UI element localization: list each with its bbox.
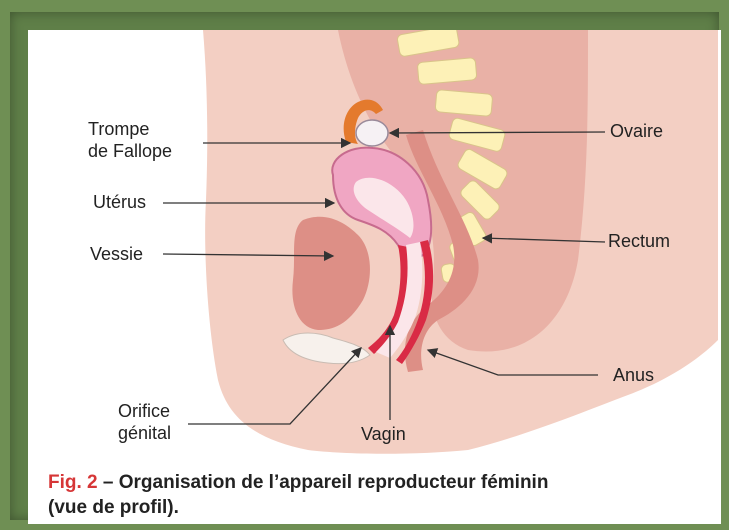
ovary (356, 120, 388, 146)
label-uterus: Utérus (93, 191, 146, 213)
anatomy-illustration (28, 30, 721, 524)
diagram-panel: Trompe de Fallope Utérus Vessie Orifice … (28, 30, 721, 524)
label-trompe-de-fallope: Trompe de Fallope (88, 118, 172, 162)
label-ovaire: Ovaire (610, 120, 663, 142)
label-anus: Anus (613, 364, 654, 386)
label-orifice-genital: Orifice génital (118, 400, 171, 444)
figure-caption: Fig. 2 – Organisation de l’appareil repr… (48, 470, 548, 520)
outer-frame: Trompe de Fallope Utérus Vessie Orifice … (10, 12, 719, 520)
caption-figure-number: Fig. 2 (48, 472, 98, 493)
label-vagin: Vagin (361, 423, 406, 445)
label-vessie: Vessie (90, 243, 143, 265)
caption-text-line2: (vue de profil). (48, 497, 179, 518)
label-rectum: Rectum (608, 230, 670, 252)
caption-text: – Organisation de l’appareil reproducteu… (98, 472, 549, 493)
